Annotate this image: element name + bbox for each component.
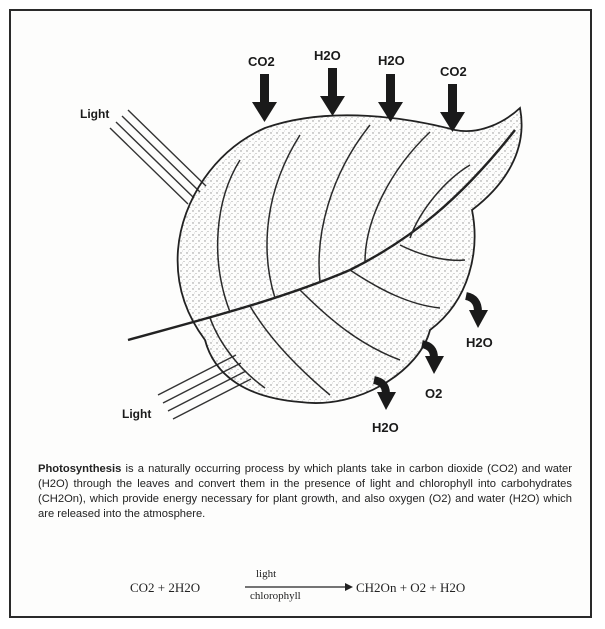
label-co2-left: CO2 [248, 54, 275, 69]
arrow-co2-in-right [440, 84, 465, 132]
arrow-h2o-out-bottom [374, 380, 396, 410]
equation-products: CH2On + O2 + H2O [356, 580, 465, 596]
arrow-co2-in-left [252, 74, 277, 122]
caption-term: Photosynthesis [38, 463, 121, 475]
leaf [128, 108, 522, 403]
label-co2-right: CO2 [440, 64, 467, 79]
equation-condition-light: light [256, 568, 276, 580]
label-h2o-out-bottom: H2O [372, 420, 399, 435]
arrow-o2-out [422, 344, 444, 374]
arrow-h2o-out-right [466, 296, 488, 328]
equation-reactants: CO2 + 2H2O [130, 580, 200, 596]
label-h2o-top-1: H2O [314, 48, 341, 63]
label-o2-out: O2 [425, 386, 442, 401]
label-light-upper: Light [80, 107, 109, 121]
label-h2o-out-right: H2O [466, 335, 493, 350]
label-light-lower: Light [122, 407, 151, 421]
equation-condition-chlorophyll: chlorophyll [250, 590, 301, 602]
arrow-h2o-in-1 [320, 68, 345, 116]
caption-paragraph: Photosynthesis is a naturally occurring … [38, 462, 572, 522]
light-rays-upper [110, 110, 206, 204]
chemical-equation: CO2 + 2H2O light chlorophyll CH2On + O2 … [130, 568, 510, 608]
label-h2o-top-2: H2O [378, 53, 405, 68]
arrow-h2o-in-2 [378, 74, 403, 122]
